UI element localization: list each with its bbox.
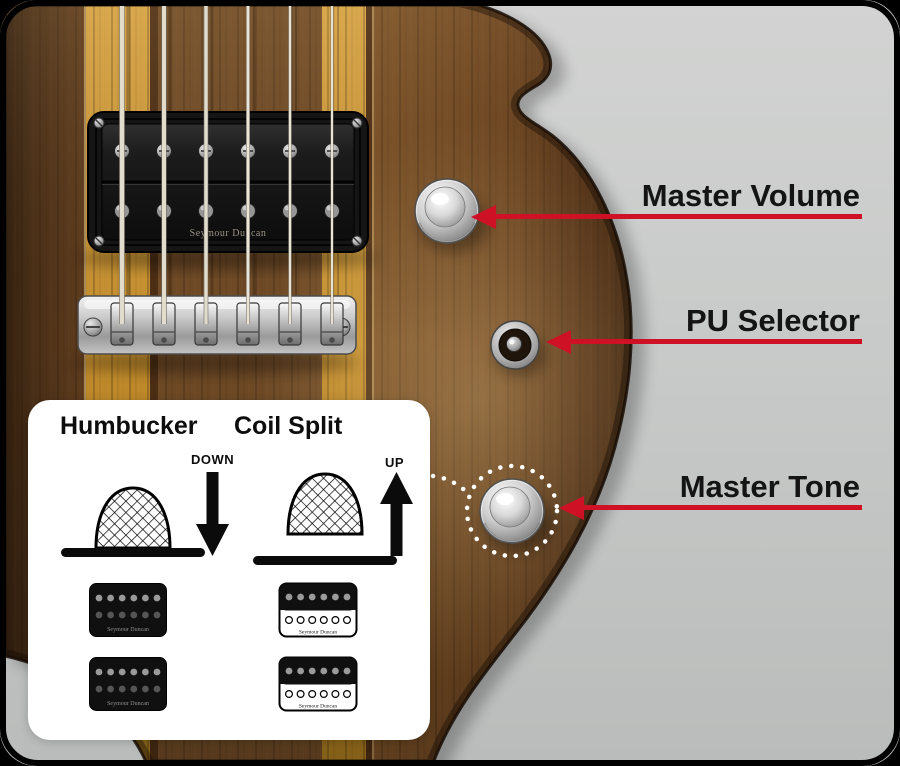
pickup-selector-switch [490, 320, 546, 376]
knob-up-icon [253, 472, 397, 565]
callout-master-tone: Master Tone [559, 469, 862, 520]
icon-brand-text: Seymour Duncan [107, 627, 149, 633]
tone-knob-dotted-highlight [464, 463, 560, 559]
icon-brand-text: Seymour Duncan [299, 704, 338, 710]
master-volume-label: Master Volume [641, 178, 860, 213]
callout-master-volume: Master Volume [471, 178, 862, 229]
pu-selector-label: PU Selector [685, 303, 860, 338]
master-volume-arrow [471, 204, 862, 229]
push-pull-explainer-panel: Humbucker Coil Split DOWN UP [28, 400, 430, 740]
knob-down-icon [61, 486, 205, 557]
humbucker-pickup-icon: Seymour Duncan [89, 583, 167, 637]
master-volume-arrowhead-icon [471, 204, 496, 229]
icon-brand-text: Seymour Duncan [107, 701, 149, 707]
humbucker-title: Humbucker [60, 412, 198, 440]
pickup-brand-text: Seymour Duncan [190, 228, 267, 239]
coil-split-pickup-icon: Seymour Duncan [278, 656, 358, 712]
master-tone-arrow [559, 495, 862, 520]
coil-split-title: Coil Split [234, 412, 343, 440]
icon-brand-text: Seymour Duncan [299, 630, 338, 636]
pickup-mount-screws [93, 117, 363, 247]
bridge [74, 295, 358, 374]
master-tone-arrowhead-icon [559, 495, 584, 520]
master-tone-label: Master Tone [679, 469, 860, 504]
callout-pu-selector: PU Selector [546, 303, 862, 354]
down-label: DOWN [191, 452, 235, 467]
coil-split-pickup-icon: Seymour Duncan [278, 582, 358, 638]
up-label: UP [385, 455, 405, 470]
pu-selector-arrowhead-icon [546, 329, 571, 354]
down-arrow-icon [196, 472, 229, 556]
strings [119, 0, 334, 324]
pu-selector-arrow [546, 329, 862, 354]
up-arrow-icon [380, 472, 413, 556]
humbucker-pickup-icon: Seymour Duncan [89, 657, 167, 711]
